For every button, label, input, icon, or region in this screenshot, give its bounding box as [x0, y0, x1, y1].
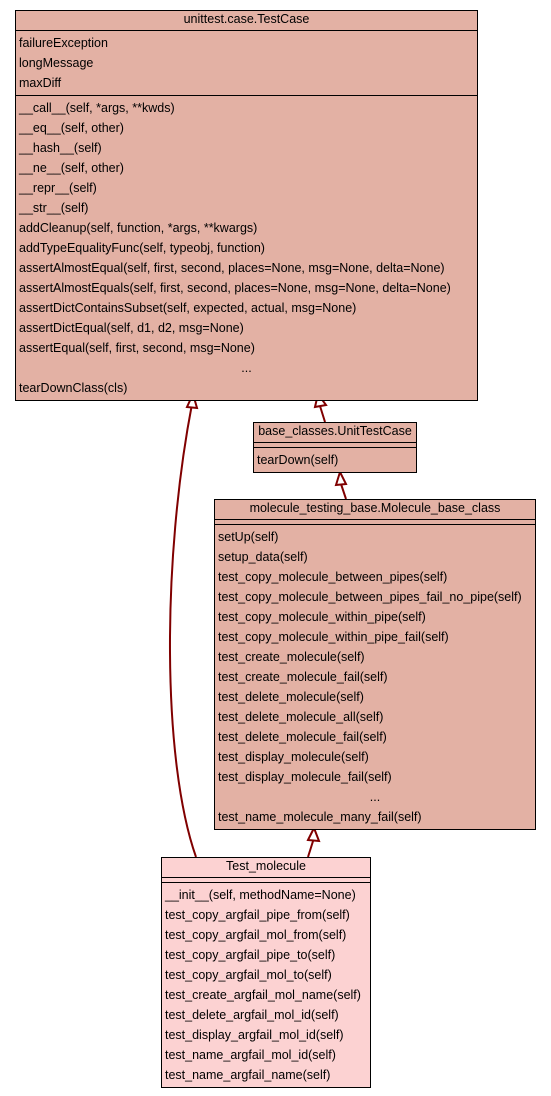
method: tearDownClass(cls) — [19, 381, 128, 395]
attributes-section — [254, 443, 416, 448]
method: assertAlmostEqual(self, first, second, p… — [19, 261, 445, 275]
edge-test-molecule-to-testcase — [169, 403, 197, 858]
class-title: base_classes.UnitTestCase — [254, 423, 416, 443]
method: test_display_argfail_mol_id(self) — [165, 1028, 344, 1042]
method: setup_data(self) — [218, 550, 308, 564]
class-test-molecule: Test_molecule __init__(self, methodName=… — [161, 857, 371, 1088]
method: test_delete_molecule_all(self) — [218, 710, 384, 724]
method: test_copy_argfail_pipe_to(self) — [165, 948, 336, 962]
class-title: unittest.case.TestCase — [16, 11, 477, 31]
method: test_copy_molecule_between_pipes(self) — [218, 570, 448, 584]
method: test_delete_molecule(self) — [218, 690, 364, 704]
method: assertDictEqual(self, d1, d2, msg=None) — [19, 321, 244, 335]
attribute: maxDiff — [19, 76, 62, 90]
attributes-section — [215, 520, 535, 525]
method-ellipsis: ... — [241, 361, 252, 375]
method-ellipsis: ... — [369, 790, 381, 804]
method: test_create_molecule_fail(self) — [218, 670, 388, 684]
arrowhead-molecule-base — [306, 825, 321, 843]
method: test_delete_argfail_mol_id(self) — [165, 1008, 339, 1022]
edge-unittestcase-to-testcase — [319, 405, 326, 423]
methods-section: __init__(self, methodName=None) test_cop… — [162, 883, 370, 1087]
method: assertAlmostEquals(self, first, second, … — [19, 281, 451, 295]
method: __hash__(self) — [19, 141, 102, 155]
attributes-section: failureException longMessage maxDiff — [16, 31, 477, 96]
methods-section: tearDown(self) — [254, 448, 416, 472]
method: test_create_argfail_mol_name(self) — [165, 988, 361, 1002]
class-testcase: unittest.case.TestCase failureException … — [15, 10, 478, 401]
method: test_copy_argfail_mol_from(self) — [165, 928, 347, 942]
class-molecule-base: molecule_testing_base.Molecule_base_clas… — [214, 499, 536, 830]
methods-section: setUp(self) setup_data(self) test_copy_m… — [215, 525, 535, 829]
method: addTypeEqualityFunc(self, typeobj, funct… — [19, 241, 265, 255]
method: assertDictContainsSubset(self, expected,… — [19, 301, 357, 315]
method: test_copy_molecule_between_pipes_fail_no… — [218, 590, 522, 604]
method: __eq__(self, other) — [19, 121, 124, 135]
class-title: molecule_testing_base.Molecule_base_clas… — [215, 500, 535, 520]
attribute: failureException — [19, 36, 108, 50]
method: test_copy_molecule_within_pipe_fail(self… — [218, 630, 449, 644]
method: test_copy_argfail_pipe_from(self) — [165, 908, 350, 922]
class-title: Test_molecule — [162, 858, 370, 878]
method: assertEqual(self, first, second, msg=Non… — [19, 341, 255, 355]
edge-molecule-base-to-unittestcase — [340, 483, 347, 500]
method: __call__(self, *args, **kwds) — [19, 101, 175, 115]
arrowhead-unittestcase — [334, 469, 348, 487]
method: test_delete_molecule_fail(self) — [218, 730, 387, 744]
method: test_name_argfail_name(self) — [165, 1068, 331, 1082]
attributes-section — [162, 878, 370, 883]
methods-section: __call__(self, *args, **kwds) __eq__(sel… — [16, 96, 477, 400]
method: __init__(self, methodName=None) — [165, 888, 356, 902]
method: __repr__(self) — [19, 181, 97, 195]
class-unittestcase: base_classes.UnitTestCase tearDown(self) — [253, 422, 417, 473]
method: test_create_molecule(self) — [218, 650, 365, 664]
method: test_display_molecule_fail(self) — [218, 770, 392, 784]
method: setUp(self) — [218, 530, 279, 544]
method: test_name_argfail_mol_id(self) — [165, 1048, 336, 1062]
method: __str__(self) — [19, 201, 89, 215]
method: test_name_molecule_many_fail(self) — [218, 810, 422, 824]
method: addCleanup(self, function, *args, **kwar… — [19, 221, 258, 235]
method: __ne__(self, other) — [19, 161, 124, 175]
method: tearDown(self) — [257, 453, 339, 467]
method: test_copy_molecule_within_pipe(self) — [218, 610, 426, 624]
method: test_copy_argfail_mol_to(self) — [165, 968, 332, 982]
attribute: longMessage — [19, 56, 94, 70]
method: test_display_molecule(self) — [218, 750, 369, 764]
